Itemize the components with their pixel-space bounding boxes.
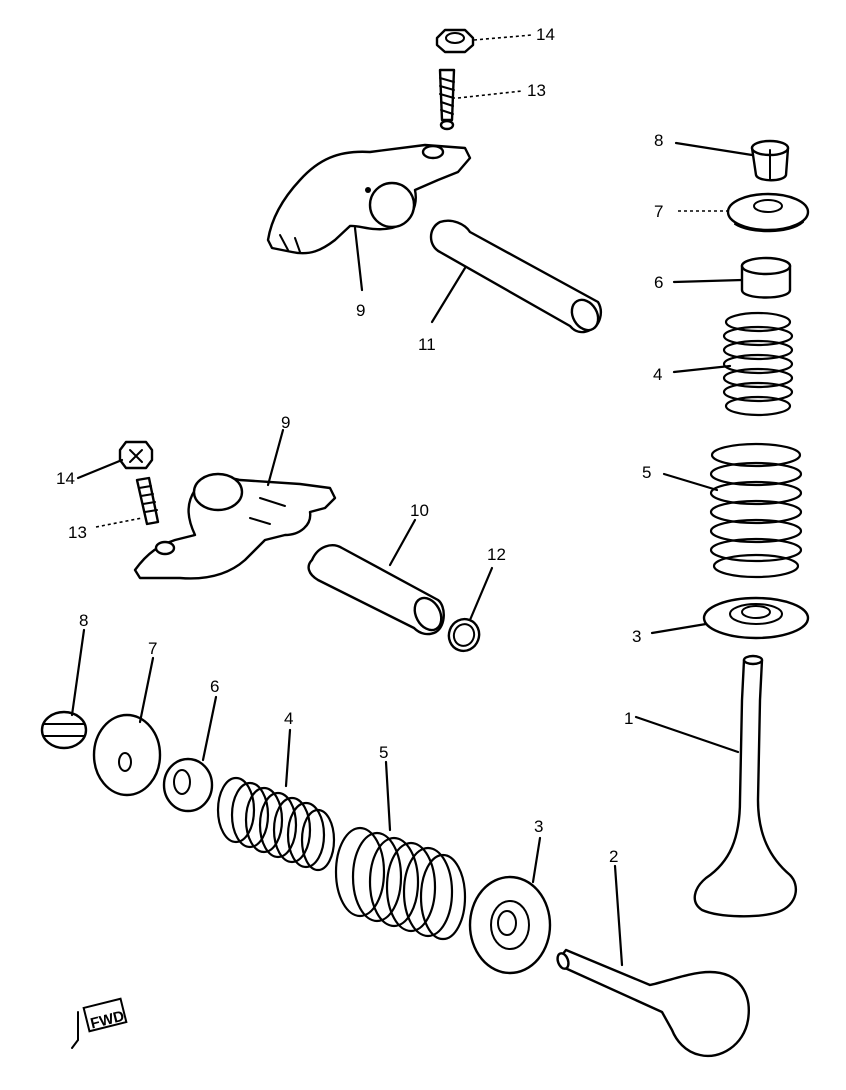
right-valve [693,654,798,918]
callout-top-9: 9 [356,301,365,320]
callout-top-11: 11 [418,335,436,354]
callout-low-7: 7 [148,639,157,658]
low-spring-seat [468,875,552,975]
low-outer-spring [334,826,467,941]
callout-low-3: 3 [534,817,543,836]
callout-mid-12: 12 [487,545,506,564]
right-inner-spring [722,311,794,417]
callout-mid-14: 14 [56,469,75,488]
low-stem-seal [162,757,214,813]
low-inner-spring [216,776,336,872]
callout-top-14: 14 [536,25,555,44]
right-valve-cotter [750,139,790,182]
callout-top-13: 13 [527,81,546,100]
callout-low-2: 2 [609,847,618,866]
callout-right-1: 1 [624,709,633,728]
callout-mid-10: 10 [410,501,429,520]
mid-rocker-shaft [307,544,445,636]
callout-low-5: 5 [379,743,388,762]
mid-adjust-screw [135,476,160,526]
top-adjust-nut [435,28,475,54]
low-valve [556,948,750,1058]
callout-low-8: 8 [79,611,88,630]
right-spring-retainer [726,192,810,233]
callout-right-4: 4 [653,365,662,384]
low-spring-retainer [92,713,162,797]
top-rocker-arm [266,143,472,255]
leader-lines [70,34,754,967]
right-spring-seat [702,596,810,640]
forward-direction-label: FWD [89,1008,126,1033]
callout-right-6: 6 [654,273,663,292]
forward-direction-marker: FWD [71,997,128,1049]
top-adjust-screw [438,68,456,131]
callout-right-5: 5 [642,463,651,482]
mid-adjust-nut [118,440,154,470]
top-rocker-shaft [429,219,602,334]
low-valve-cotter [40,710,88,750]
callout-mid-9: 9 [281,413,290,432]
mid-o-ring [447,617,481,653]
callout-mid-13: 13 [68,523,87,542]
callout-right-7: 7 [654,202,663,221]
right-stem-seal [740,256,792,299]
mid-rocker-arm [133,472,337,580]
right-outer-spring [709,442,803,579]
callout-right-8: 8 [654,131,663,150]
callout-low-4: 4 [284,709,293,728]
callout-low-6: 6 [210,677,219,696]
callout-right-3: 3 [632,627,641,646]
